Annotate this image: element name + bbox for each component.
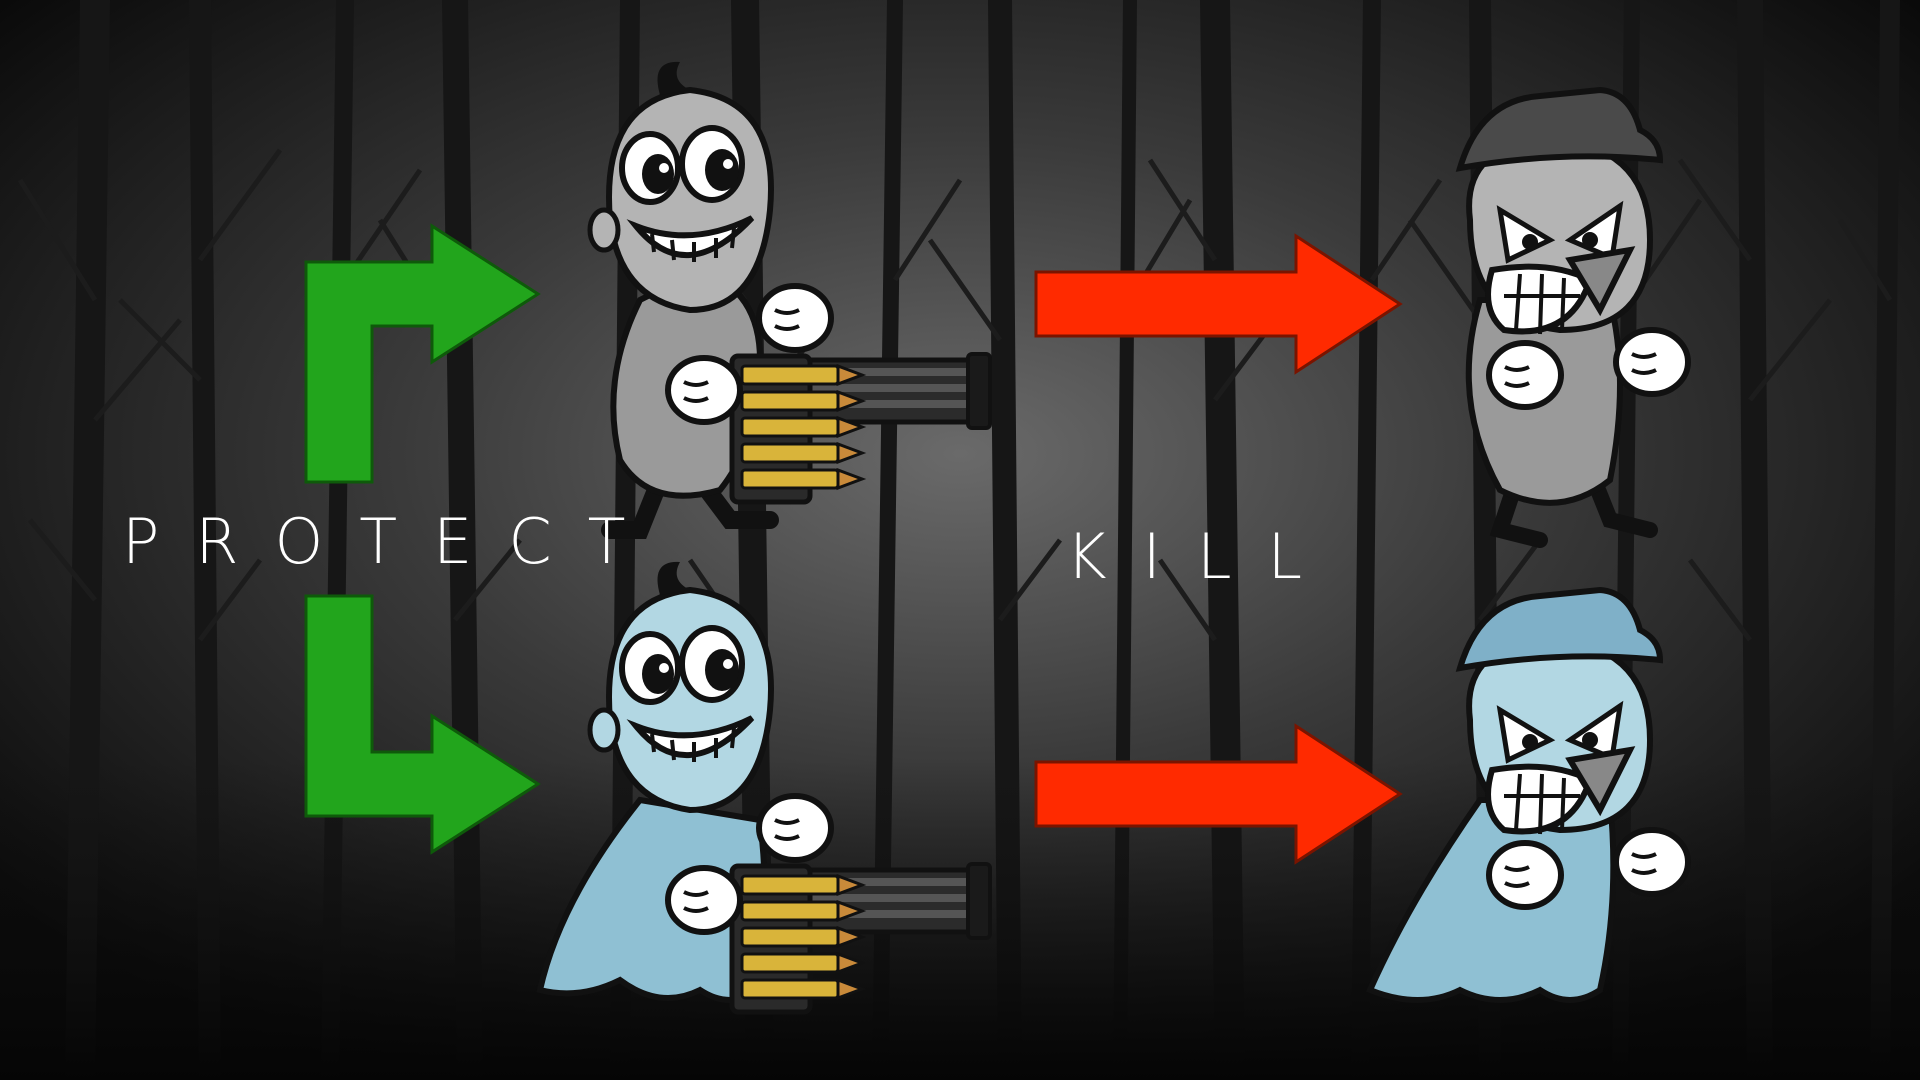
protect-label: PROTECT <box>122 505 662 578</box>
kill-label: KILL <box>1066 520 1339 593</box>
gangster-human-icon <box>1455 86 1688 548</box>
gunner-human-icon <box>587 61 990 539</box>
kill-arrow-top <box>1034 233 1403 375</box>
kill-arrow-bottom <box>1034 723 1403 865</box>
protect-arrow-down <box>304 594 541 855</box>
gunner-ghost-icon <box>536 561 990 1012</box>
gangster-ghost-icon <box>1365 586 1688 1003</box>
protect-arrow-up <box>304 223 541 484</box>
